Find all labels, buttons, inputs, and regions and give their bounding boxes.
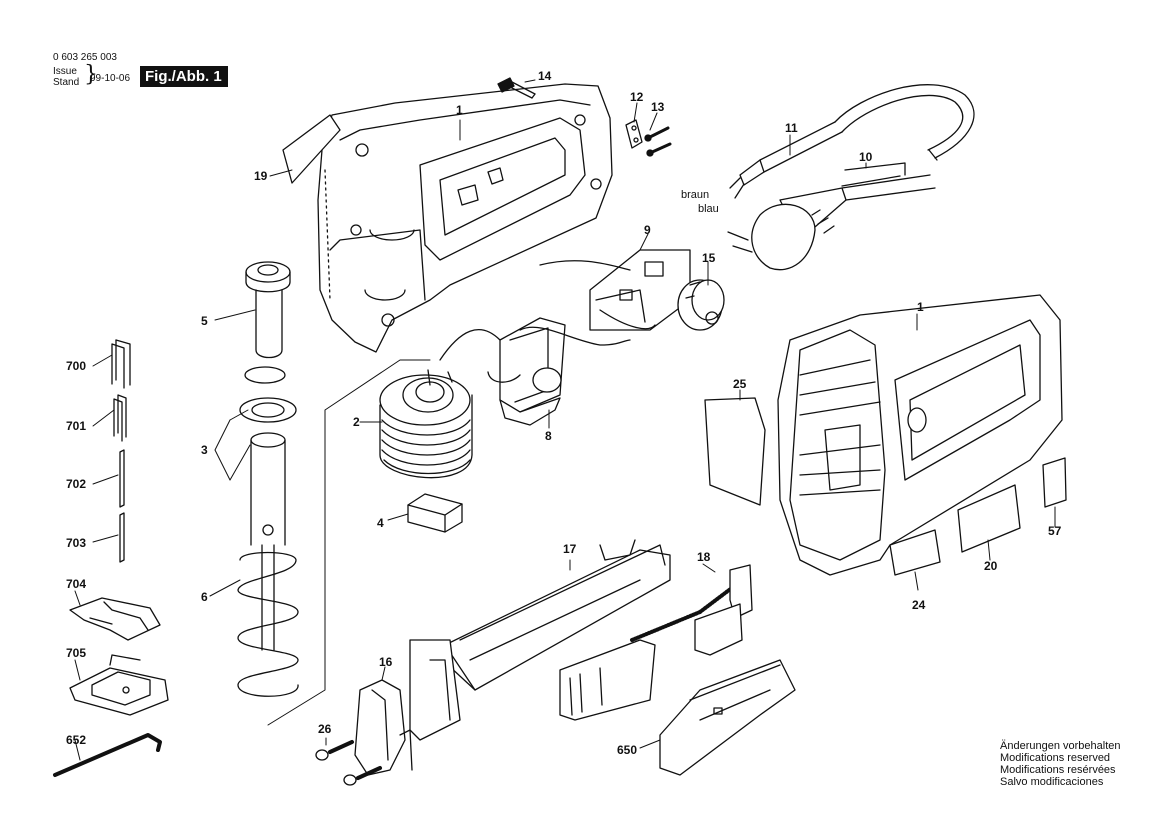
label-6: 6 <box>201 590 208 604</box>
label-26: 26 <box>318 722 332 736</box>
modification-notes: Änderungen vorbehalten Modifications res… <box>1000 740 1120 788</box>
brad-703 <box>119 512 125 563</box>
part-number: 0 603 265 003 <box>53 52 117 63</box>
label-4: 4 <box>377 516 384 530</box>
label-19: 19 <box>254 169 268 183</box>
label-13: 13 <box>651 100 665 114</box>
label-57 <box>1042 457 1067 508</box>
screws-13 <box>644 126 672 157</box>
coil-2 <box>379 369 473 479</box>
label-9: 9 <box>644 223 651 237</box>
label-701: 701 <box>66 419 86 433</box>
note-line: Modifications reserved <box>1000 752 1111 764</box>
ram-spring-6 <box>237 432 299 697</box>
screw-14 <box>497 77 536 99</box>
stand-label: Stand <box>53 77 80 88</box>
label-5: 5 <box>201 314 208 328</box>
label-1a: 1 <box>456 103 463 117</box>
label-652: 652 <box>66 733 86 747</box>
label-700: 700 <box>66 359 86 373</box>
electronics-module-9 <box>539 249 691 331</box>
guard-plate-705 <box>69 654 169 716</box>
plunger-5 <box>245 261 291 359</box>
label-plate-19 <box>282 114 341 184</box>
label-704: 704 <box>66 577 86 591</box>
magazine-17 <box>409 539 671 741</box>
figure-title: Fig./Abb. 1 <box>140 66 228 87</box>
label-1b: 1 <box>917 300 924 314</box>
brad-702 <box>119 449 125 508</box>
housing-half-part <box>317 83 613 353</box>
issue-label: Issue <box>53 66 77 77</box>
nose-plate-16 <box>354 679 413 776</box>
label-2: 2 <box>353 415 360 429</box>
brace-glyph: } <box>84 62 98 87</box>
clamp-12 <box>625 119 643 149</box>
label-3: 3 <box>201 443 208 457</box>
label-20 <box>957 484 1021 553</box>
label-11: 11 <box>785 121 798 135</box>
staple-700 <box>111 339 131 389</box>
ring-set-3 <box>239 366 297 423</box>
side-cover-25 <box>704 397 766 506</box>
label-702: 702 <box>66 477 86 491</box>
label-12: 12 <box>630 90 644 104</box>
assembled-housing-right <box>777 294 1063 576</box>
label-20: 20 <box>984 559 998 573</box>
hex-key-652 <box>53 733 162 777</box>
depth-plate-704 <box>69 597 161 641</box>
label-14: 14 <box>538 69 552 83</box>
mains-plug-10 <box>727 162 936 271</box>
label-24 <box>889 529 941 576</box>
label-57: 57 <box>1048 524 1062 538</box>
label-705: 705 <box>66 646 86 660</box>
staple-strips <box>559 639 656 721</box>
wire-label-blau: blau <box>698 203 719 215</box>
label-25: 25 <box>733 377 747 391</box>
adjustment-knob-15 <box>677 279 725 331</box>
label-24: 24 <box>912 598 926 612</box>
label-16: 16 <box>379 655 393 669</box>
issue-date: 99-10-06 <box>90 73 131 84</box>
feed-spring-18 <box>630 564 753 656</box>
label-703: 703 <box>66 536 86 550</box>
wire-label-braun: braun <box>681 189 709 201</box>
power-cable-11 <box>729 84 975 199</box>
label-18: 18 <box>697 550 711 564</box>
note-line: Salvo modificaciones <box>1000 776 1104 788</box>
screws-26 <box>315 740 382 786</box>
note-line: Änderungen vorbehalten <box>1000 740 1121 752</box>
label-17: 17 <box>563 542 577 556</box>
damper-block-4 <box>407 493 463 533</box>
switch-8 <box>439 317 631 426</box>
label-8: 8 <box>545 429 552 443</box>
label-10: 10 <box>859 150 873 164</box>
label-650: 650 <box>617 743 637 757</box>
note-line: Modifications resérvées <box>1000 764 1116 776</box>
staple-701 <box>113 394 127 442</box>
magazine-cover-650 <box>659 659 796 776</box>
label-15: 15 <box>702 251 716 265</box>
